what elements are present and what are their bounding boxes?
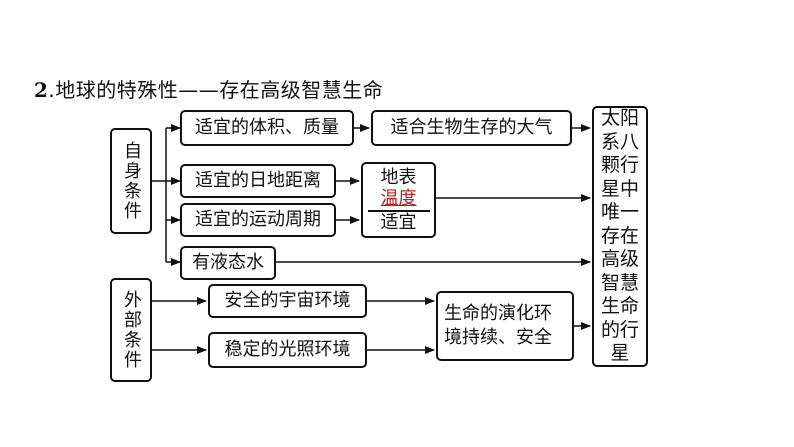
section-number: 2 [34,78,49,102]
evolution-label: 生命的演化环境持续、安全 [444,302,552,348]
external-conditions-box: 外部条件 [110,278,152,382]
light-label: 稳定的光照环境 [224,339,351,361]
section-title: 2.地球的特殊性——存在高级智慧生命 [34,74,383,103]
atmosphere-label: 适合生物生存的大气 [390,117,553,139]
size-mass-box: 适宜的体积、质量 [180,110,354,146]
universe-box: 安全的宇宙环境 [208,284,367,318]
temperature-box: 地表 温度 适宜 [361,162,436,238]
distance-label: 适宜的日地距离 [195,170,321,192]
light-box: 稳定的光照环境 [208,332,367,368]
temperature-bottom-label: 适宜 [380,212,417,233]
rotation-box: 适宜的运动周期 [180,203,336,237]
conclusion-label: 太阳系八颗行星中唯一存在高级智慧生命的行星 [600,107,639,365]
internal-conditions-label: 自身条件 [121,141,142,221]
fraction-divider [367,210,430,212]
water-label: 有液态水 [192,252,264,274]
universe-label: 安全的宇宙环境 [224,290,351,312]
distance-box: 适宜的日地距离 [180,164,336,198]
external-conditions-label: 外部条件 [121,290,142,370]
water-box: 有液态水 [180,246,276,280]
internal-conditions-box: 自身条件 [110,128,152,234]
temperature-top-label: 地表 [380,167,417,188]
section-title-text: .地球的特殊性——存在高级智慧生命 [48,78,384,102]
conclusion-box: 太阳系八颗行星中唯一存在高级智慧生命的行星 [592,106,648,367]
rotation-label: 适宜的运动周期 [195,209,321,231]
size-mass-label: 适宜的体积、质量 [195,117,339,139]
evolution-box: 生命的演化环境持续、安全 [436,291,574,361]
temperature-answer: 温度 [380,188,417,209]
atmosphere-box: 适合生物生存的大气 [371,110,572,146]
